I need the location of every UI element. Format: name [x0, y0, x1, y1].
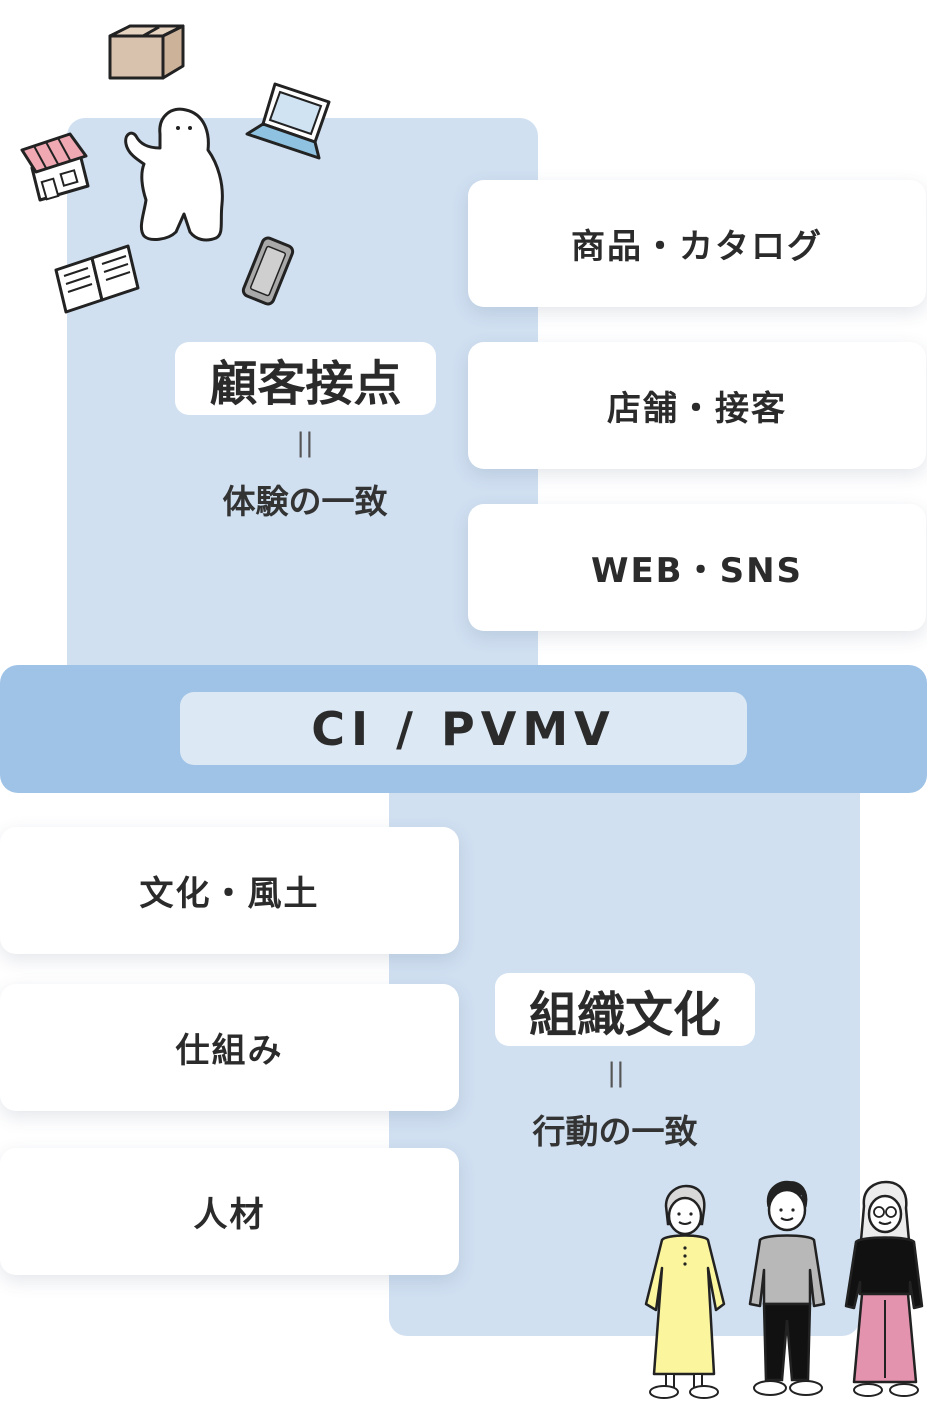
mascot-illustration [124, 107, 224, 242]
card-human-resources: 人材 [0, 1148, 459, 1275]
customer-touchpoint-heading: 顧客接点 [175, 342, 436, 415]
person-black-top-pink-skirt [844, 1180, 924, 1397]
top-equals-sign: || [296, 428, 314, 458]
organization-culture-heading: 組織文化 [495, 973, 755, 1046]
box-icon [108, 24, 185, 80]
card-label: WEB・SNS [590, 551, 804, 591]
card-web-sns: WEB・SNS [468, 504, 926, 631]
bottom-equals-sign: || [607, 1058, 625, 1088]
card-label: 仕組み [175, 1031, 284, 1071]
card-culture-climate: 文化・風土 [0, 827, 459, 954]
card-product-catalog: 商品・カタログ [468, 180, 926, 307]
shop-icon [20, 132, 90, 202]
card-label: 人材 [193, 1195, 266, 1235]
person-yellow-dress [644, 1184, 726, 1399]
laptop-icon [245, 82, 331, 160]
behavior-alignment-label: 行動の一致 [532, 1112, 698, 1151]
smartphone-icon [241, 236, 295, 306]
ci-pvmv-label: CI / PVMV [180, 692, 747, 765]
card-store-service: 店舗・接客 [468, 342, 926, 469]
card-label: 商品・カタログ [571, 227, 823, 267]
book-icon [54, 244, 140, 314]
card-label: 文化・風土 [139, 874, 320, 914]
experience-alignment-label: 体験の一致 [222, 482, 388, 521]
card-label: 店舗・接客 [607, 389, 787, 429]
card-systems: 仕組み [0, 984, 459, 1111]
person-gray-sweater [748, 1180, 826, 1396]
